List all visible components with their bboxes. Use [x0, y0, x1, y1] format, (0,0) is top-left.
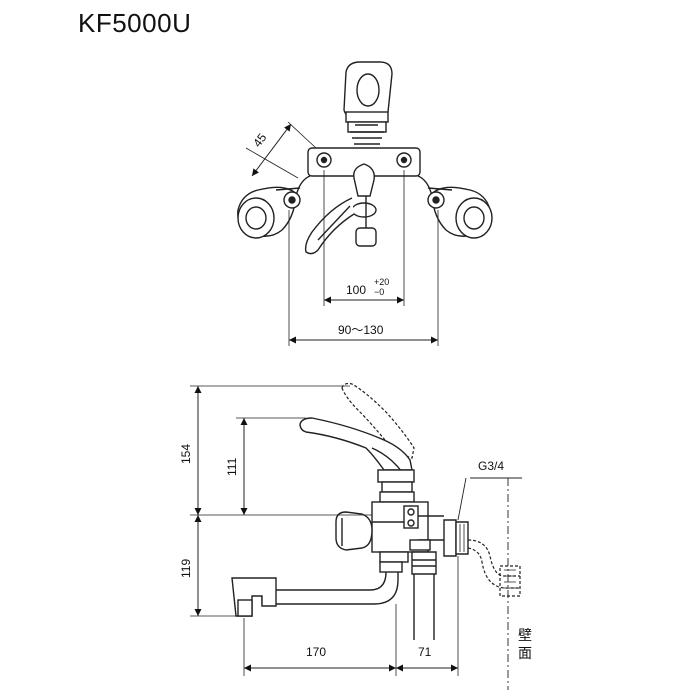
top-valve-knob [351, 163, 377, 247]
dim-100-tol-plus: +20 [374, 277, 389, 287]
model-title: KF5000U [78, 8, 192, 38]
dim-span-label: 90～130 [338, 323, 384, 337]
dim-170-label: 170 [306, 645, 326, 659]
dim-111-label: 111 [225, 457, 239, 476]
thread-label: G3/4 [478, 459, 504, 473]
top-body-plate [307, 147, 421, 177]
wall-thread-fitting [443, 519, 457, 557]
dim-71-label: 71 [418, 645, 432, 659]
top-left-bracket [237, 175, 311, 239]
dim-154-label: 154 [179, 444, 193, 464]
top-right-bracket [417, 175, 493, 239]
wall-label-2: 面 [518, 646, 532, 662]
dim-45-line [251, 123, 292, 177]
side-knob [335, 511, 373, 551]
lever-handle [299, 417, 413, 471]
spout-pipe [261, 562, 399, 605]
top-handle [343, 61, 393, 145]
cartridge-ring [377, 469, 415, 483]
side-view [190, 382, 522, 690]
g34-leader [457, 477, 467, 521]
wall-pipe-dashed [467, 539, 520, 577]
dim-45-label: 45 [250, 130, 269, 149]
dim-100-label: 100 [346, 283, 366, 297]
lever-ghost-dashed [341, 382, 415, 459]
dim-100-tol-minus: −0 [374, 287, 384, 297]
dim-119-label: 119 [179, 559, 193, 578]
wall-label-1: 壁 [518, 628, 532, 644]
top-spout [304, 197, 355, 255]
top-view [237, 61, 493, 346]
